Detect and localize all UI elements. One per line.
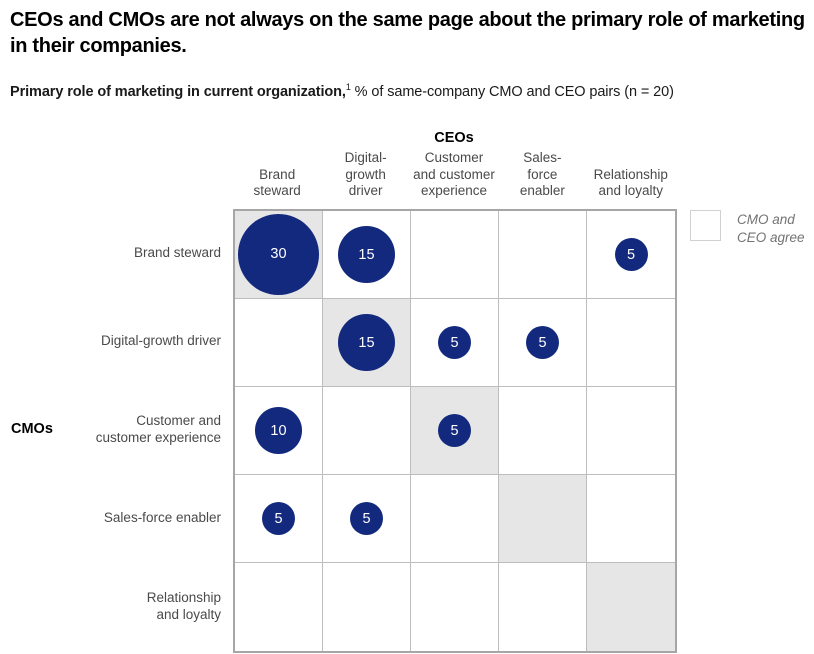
footnote-marker: 1 [345, 82, 351, 93]
cell-relationship-and-loyalty-x-relationship-and-loyalty [587, 563, 675, 651]
cell-digital-growth-driver-x-customer-and-customer-experience: 5 [411, 299, 499, 387]
subtitle-rest: % of same-company CMO and CEO pairs (n =… [350, 84, 674, 100]
bubble-value: 10 [255, 407, 302, 454]
bubble-value: 5 [438, 326, 471, 359]
row-header-digital-growth-driver: Digital-growth driver [100, 333, 221, 349]
bubble-value: 15 [337, 225, 396, 284]
row-header-relationship-and-loyalty: Relationship and loyalty [146, 589, 221, 622]
legend-agree-label: CMO and CEO agree [737, 212, 805, 245]
cell-digital-growth-driver-x-digital-growth-driver: 15 [323, 299, 411, 387]
cell-relationship-and-loyalty-x-digital-growth-driver [323, 563, 411, 651]
bubble-value: 5 [438, 414, 471, 447]
cell-digital-growth-driver-x-sales-force-enabler: 5 [499, 299, 587, 387]
chart-subtitle: Primary role of marketing in current org… [10, 82, 810, 100]
cell-relationship-and-loyalty-x-brand-steward [235, 563, 323, 651]
bubble-value: 15 [337, 313, 396, 372]
cell-sales-force-enabler-x-digital-growth-driver: 5 [323, 475, 411, 563]
bubble-value: 30 [238, 214, 319, 295]
cell-customer-and-customer-experience-x-brand-steward: 10 [235, 387, 323, 475]
cell-customer-and-customer-experience-x-customer-and-customer-experience: 5 [411, 387, 499, 475]
cell-sales-force-enabler-x-relationship-and-loyalty [587, 475, 675, 563]
cell-customer-and-customer-experience-x-sales-force-enabler [499, 387, 587, 475]
cell-brand-steward-x-sales-force-enabler [499, 211, 587, 299]
cell-customer-and-customer-experience-x-digital-growth-driver [323, 387, 411, 475]
cell-sales-force-enabler-x-brand-steward: 5 [235, 475, 323, 563]
legend-agree-swatch [690, 210, 721, 241]
bubble-value: 5 [262, 502, 295, 535]
cell-digital-growth-driver-x-relationship-and-loyalty [587, 299, 675, 387]
bubble-value: 5 [614, 238, 648, 271]
cell-sales-force-enabler-x-sales-force-enabler [499, 475, 587, 563]
subtitle-bold-lead: Primary role of marketing in current org… [10, 84, 346, 100]
bubble-value: 5 [526, 326, 559, 359]
cell-brand-steward-x-customer-and-customer-experience [411, 211, 499, 299]
row-axis-title: CMOs [11, 421, 53, 437]
cell-sales-force-enabler-x-customer-and-customer-experience [411, 475, 499, 563]
row-header-customer-and-customer-experience: Customer and customer experience [95, 413, 221, 445]
column-header-sales-force-enabler: Sales- force enabler [519, 150, 565, 198]
cell-brand-steward-x-digital-growth-driver: 15 [323, 211, 411, 299]
cell-relationship-and-loyalty-x-sales-force-enabler [499, 563, 587, 651]
column-headers: Brand steward Digital- growth driver Custo… [233, 145, 675, 204]
legend: CMO and CEO agree [690, 210, 805, 246]
chart-title: CEOs and CMOs are not always on the same… [10, 9, 805, 58]
bubble-matrix-grid: 30 15 5 15 5 5 10 5 5 5 [233, 209, 677, 653]
cell-relationship-and-loyalty-x-customer-and-customer-experience [411, 563, 499, 651]
column-axis-title: CEOs [434, 130, 474, 146]
cell-customer-and-customer-experience-x-relationship-and-loyalty [587, 387, 675, 475]
column-header-customer-and-customer-experience: Customer and customer experience [413, 150, 495, 198]
cell-brand-steward-x-relationship-and-loyalty: 5 [587, 211, 675, 299]
column-header-brand-steward: Brand steward [253, 166, 301, 198]
row-header-brand-steward: Brand steward [133, 244, 221, 260]
cell-digital-growth-driver-x-brand-steward [235, 299, 323, 387]
bubble-value: 5 [350, 502, 383, 535]
cell-brand-steward-x-brand-steward: 30 [235, 211, 323, 299]
row-header-sales-force-enabler: Sales-force enabler [103, 509, 221, 525]
column-header-relationship-and-loyalty: Relationship and loyalty [593, 166, 668, 198]
column-header-digital-growth-driver: Digital- growth driver [344, 150, 387, 198]
